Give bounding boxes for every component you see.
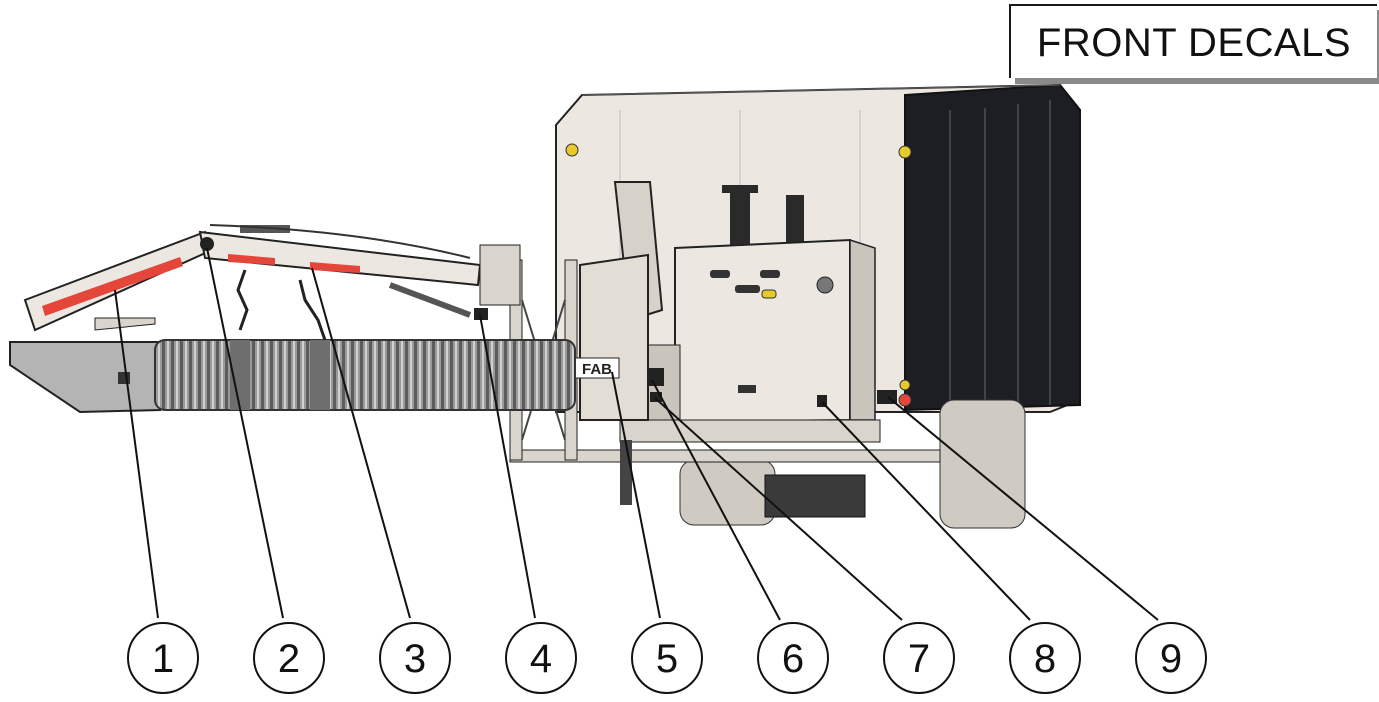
decal-7: [650, 392, 662, 402]
callout-label: 4: [530, 637, 552, 681]
decal-8: [817, 395, 827, 407]
callout-label: 9: [1160, 637, 1182, 681]
callout-4: 4: [505, 622, 577, 694]
leader-line-7: [654, 397, 903, 621]
leader-line-6: [651, 379, 781, 621]
wheels: [679, 399, 1026, 529]
leader-line-3: [311, 267, 411, 619]
callout-label: 2: [278, 637, 300, 681]
callout-2: 2: [253, 622, 325, 694]
intake-hose: [9, 339, 576, 414]
callout-5: 5: [631, 622, 703, 694]
callout-label: 6: [782, 637, 804, 681]
decal-2: [200, 237, 214, 251]
boom-arms: [23, 224, 521, 341]
callout-7: 7: [883, 622, 955, 694]
leader-lines: [114, 247, 1159, 621]
decal-3: [310, 262, 360, 273]
callout-label: 3: [404, 637, 426, 681]
callout-8: 8: [1009, 622, 1081, 694]
leader-line-1: [114, 289, 159, 619]
leader-line-2: [206, 247, 284, 619]
callout-3: 3: [379, 622, 451, 694]
callout-label: 8: [1034, 637, 1056, 681]
callout-label: 1: [152, 637, 174, 681]
leader-line-8: [821, 401, 1031, 621]
leader-line-9: [887, 396, 1159, 621]
callout-label: 7: [908, 637, 930, 681]
diagram-title: FRONT DECALS: [1009, 4, 1377, 78]
leader-line-4: [479, 314, 536, 619]
callout-label: 5: [656, 637, 678, 681]
decal-4: [474, 308, 488, 320]
blower-housing: FAB: [574, 181, 664, 505]
callout-1: 1: [127, 622, 199, 694]
brand-logo: FAB: [582, 361, 612, 378]
decal-1: [42, 257, 183, 316]
callout-9: 9: [1135, 622, 1207, 694]
callout-6: 6: [757, 622, 829, 694]
leader-line-5: [611, 371, 661, 619]
